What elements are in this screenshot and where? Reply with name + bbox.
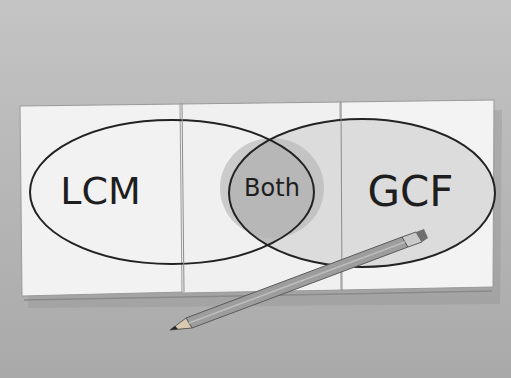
gcf-label-region: GCF	[363, 167, 458, 218]
paper-flap	[20, 104, 184, 296]
overlap-region	[30, 120, 314, 264]
pencil	[170, 229, 428, 330]
flap-seam	[182, 104, 184, 292]
lcm-oval	[30, 120, 314, 264]
region-label: LCM	[60, 171, 141, 213]
shaded-region	[229, 119, 495, 267]
lcm-label-region: LCM	[56, 169, 145, 215]
region-label: GCF	[367, 169, 454, 215]
region-label: Both	[244, 175, 300, 201]
both-label-region: Both	[240, 173, 304, 204]
both-shading	[220, 138, 324, 238]
gcf-oval	[229, 119, 495, 267]
